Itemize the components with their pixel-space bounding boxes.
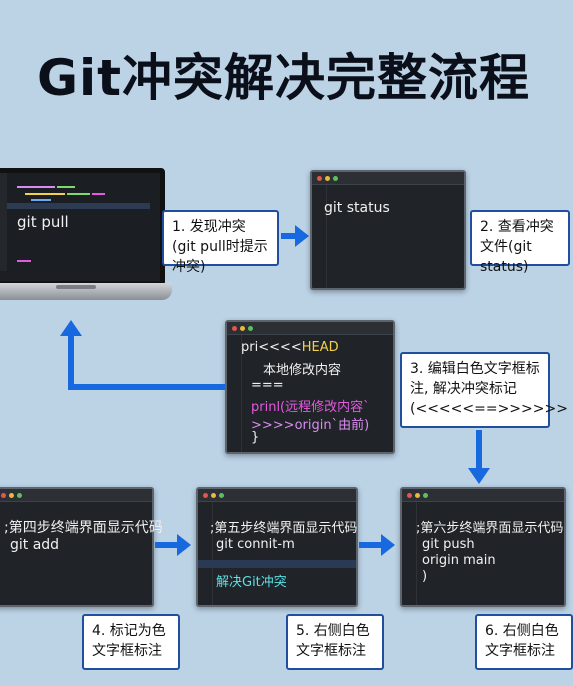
arrow-head-step1 [295,225,309,247]
arrow-step5-to-step6 [359,542,383,548]
arrow-head-up [60,320,82,336]
conflict-head: HEAD [301,340,339,355]
conflict-remote: prinl(远程修改内容` [251,400,370,415]
terminal-git-status: git status [310,170,466,290]
step3-label: 3. 编辑白色文字框标注, 解决冲突标记(<<<<<==>>>>>> [400,352,568,428]
titlebar [0,489,152,502]
conflict-brace: } [251,430,260,445]
laptop-code-lines [0,173,150,271]
terminal-step4: ;第四步终端界面显示代码 git add [0,487,163,607]
step5-line1: ;第五步终端界面显示代码 [210,521,358,536]
arrow-conflict-to-laptop-h [68,384,225,390]
arrow-head-4-5 [177,534,191,556]
arrow-conflict-to-laptop-v [68,335,74,390]
arrow-head-5-6 [381,534,395,556]
titlebar [227,322,393,335]
selection-highlight [198,560,356,568]
step5-line2: git connit-m [216,537,295,552]
terminal-conflict: pri<<<<HEAD 本地修改内容 === prinl(远程修改内容` >>>… [225,320,395,454]
laptop-screen: git pull [0,168,165,286]
laptop-code: git pull [17,213,69,231]
step6-line2: git push [422,537,475,552]
terminal-step6: ;第六步终端界面显示代码 git push origin main ) [400,487,566,607]
conflict-marker-end: >>>>origin`由前) [251,418,370,433]
conflict-marker-start: pri<<<< [241,340,302,355]
git-status-code: git status [324,200,390,216]
step2-label: 2. 查看冲突文件(git status) [470,210,570,275]
conflict-line1: pri<<<<HEAD [241,340,339,355]
arrow-step1-to-status [281,233,297,239]
step6-line4: ) [422,569,428,584]
arrow-step4-to-step5 [155,542,179,548]
page-title: Git冲突解决完整流程 [36,49,531,107]
titlebar [312,172,464,185]
step1-label: 1. 发现冲突(git pull时提示冲突) [162,210,279,275]
step4-line2: git add [10,537,60,553]
arrow-step3-down [476,430,482,470]
step5-label: 5. 右侧白色文字框标注 [286,614,384,670]
step4-label: 4. 标记为色文字框标注 [82,614,180,670]
step6-line1: ;第六步终端界面显示代码 [416,521,564,536]
step6-label: 6. 右侧白色文字框标注 [475,614,573,670]
terminal-step5: ;第五步终端界面显示代码 git connit-m 解决Git冲突 [196,487,358,607]
titlebar [402,489,564,502]
conflict-local: 本地修改内容 [263,363,342,378]
step6-line3: origin main [422,553,496,568]
step4-line1: ;第四步终端界面显示代码 [4,520,163,536]
arrow-head-down [468,468,490,484]
conflict-separator: === [251,378,284,393]
titlebar [198,489,356,502]
laptop-base [0,283,172,300]
step5-line3: 解决Git冲突 [216,575,287,590]
